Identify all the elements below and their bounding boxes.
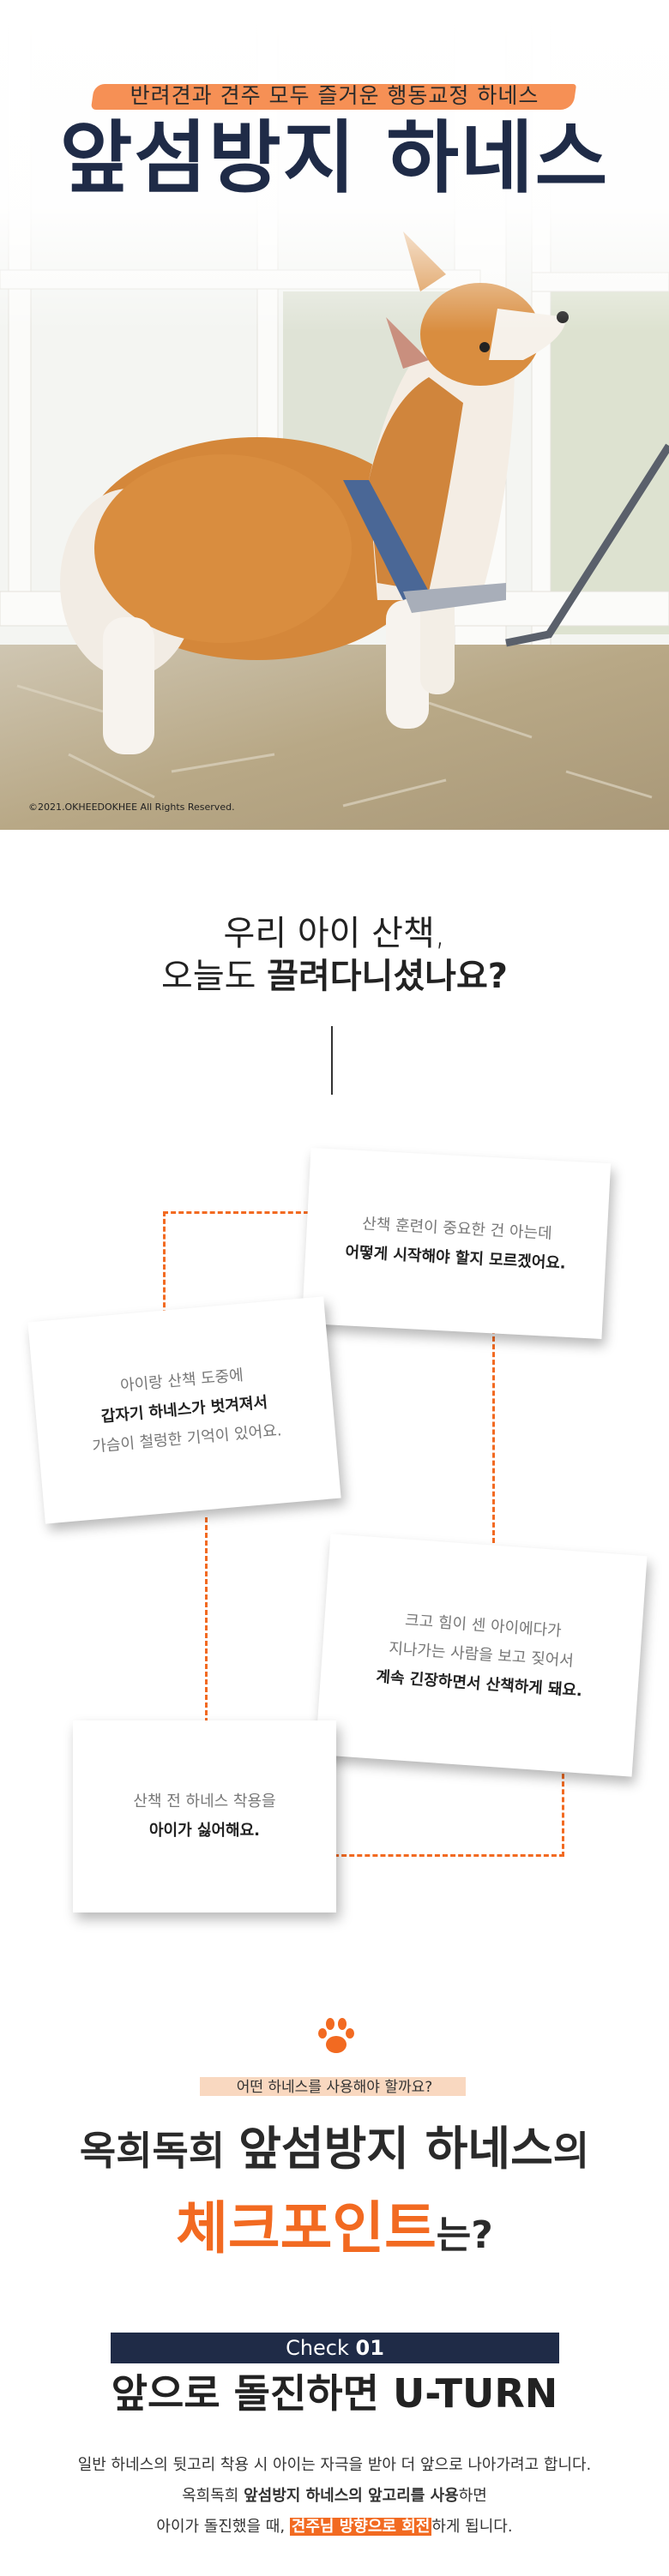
card-text-bold: 아이가 싫어해요. [148,1822,261,1840]
copyright-text: ©2021.OKHEEDOKHEE All Rights Reserved. [28,802,235,813]
heading-end: 는? [436,2213,493,2257]
description-line: 옥희독희 앞섬방지 하네스의 앞고리를 사용하면 [0,2481,669,2512]
concern-card-2: 아이랑 산책 도중에 갑자기 하네스가 벗겨져서 가슴이 철렁한 기억이 있어요… [27,1296,341,1524]
hero-photo: 반려견과 견주 모두 즐거운 행동교정 하네스 앞섬방지 하네스 ©2021.O… [0,0,669,830]
paw-icon [318,2018,354,2053]
check-label-bar: Check 01 [111,2333,559,2363]
intro-heading-bold: 끌려다니셨나요? [267,957,508,996]
checkpoint-heading-line2: 체크포인트는? [0,2195,669,2278]
card-text: 산책 전 하네스 착용을 [133,1792,276,1810]
divider-line [331,1026,333,1095]
hero-title: 앞섬방지 하네스 [59,112,610,204]
checkpoint-word: 체크포인트 [176,2195,437,2261]
heading-suffix: 의 [552,2128,590,2174]
highlighted-text: 견주님 방향으로 회전 [289,2518,432,2536]
check-title: 앞으로 돌진하면 U-TURN [111,2370,558,2417]
hero-subtitle: 반려견과 견주 모두 즐거운 행동교정 하네스 [130,83,539,108]
text: 아이가 돌진했을 때, [156,2518,290,2536]
description-line: 일반 하네스의 뒷고리 착용 시 아이는 자극을 받아 더 앞으로 나아가려고 … [77,2456,592,2474]
text: 하게 됩니다. [431,2518,513,2536]
text: 옥희독희 [182,2487,244,2505]
dashed-connector [205,1517,208,1723]
concern-card-4: 산책 전 하네스 착용을 아이가 싫어해요. [73,1720,336,1912]
dashed-connector [492,1329,495,1543]
check-label: Check [286,2336,356,2360]
intro-heading-line1: 우리 아이 산책, [223,914,446,953]
intro-heading-plain: 오늘도 [161,957,268,996]
brand-name: 옥희독희 [79,2128,239,2174]
checkpoint-heading-line1: 옥희독희 앞섬방지 하네스의 [0,2119,669,2181]
concern-card-3: 크고 힘이 센 아이에다가 지나가는 사람을 보고 짖어서 계속 긴장하면서 산… [315,1534,648,1777]
question-text: 어떤 하네스를 사용해야 할까요? [236,2079,433,2096]
concern-card-1: 산책 훈련이 중요한 건 아는데 어떻게 시작해야 할지 모르겠어요. [301,1147,612,1340]
product-name: 앞섬방지 하네스 [238,2122,553,2176]
dashed-connector [163,1211,309,1323]
text: 하면 [458,2487,487,2505]
dashed-connector [326,1766,564,1857]
check-number: 01 [355,2336,384,2360]
check-description: 일반 하네스의 뒷고리 착용 시 아이는 자극을 받아 더 앞으로 나아가려고 … [0,2450,669,2543]
text-bold: 앞섬방지 하네스의 앞고리를 사용 [244,2487,459,2505]
intro-heading-line2: 오늘도 끌려다니셨나요? [0,955,669,998]
question-highlight [200,2077,466,2096]
